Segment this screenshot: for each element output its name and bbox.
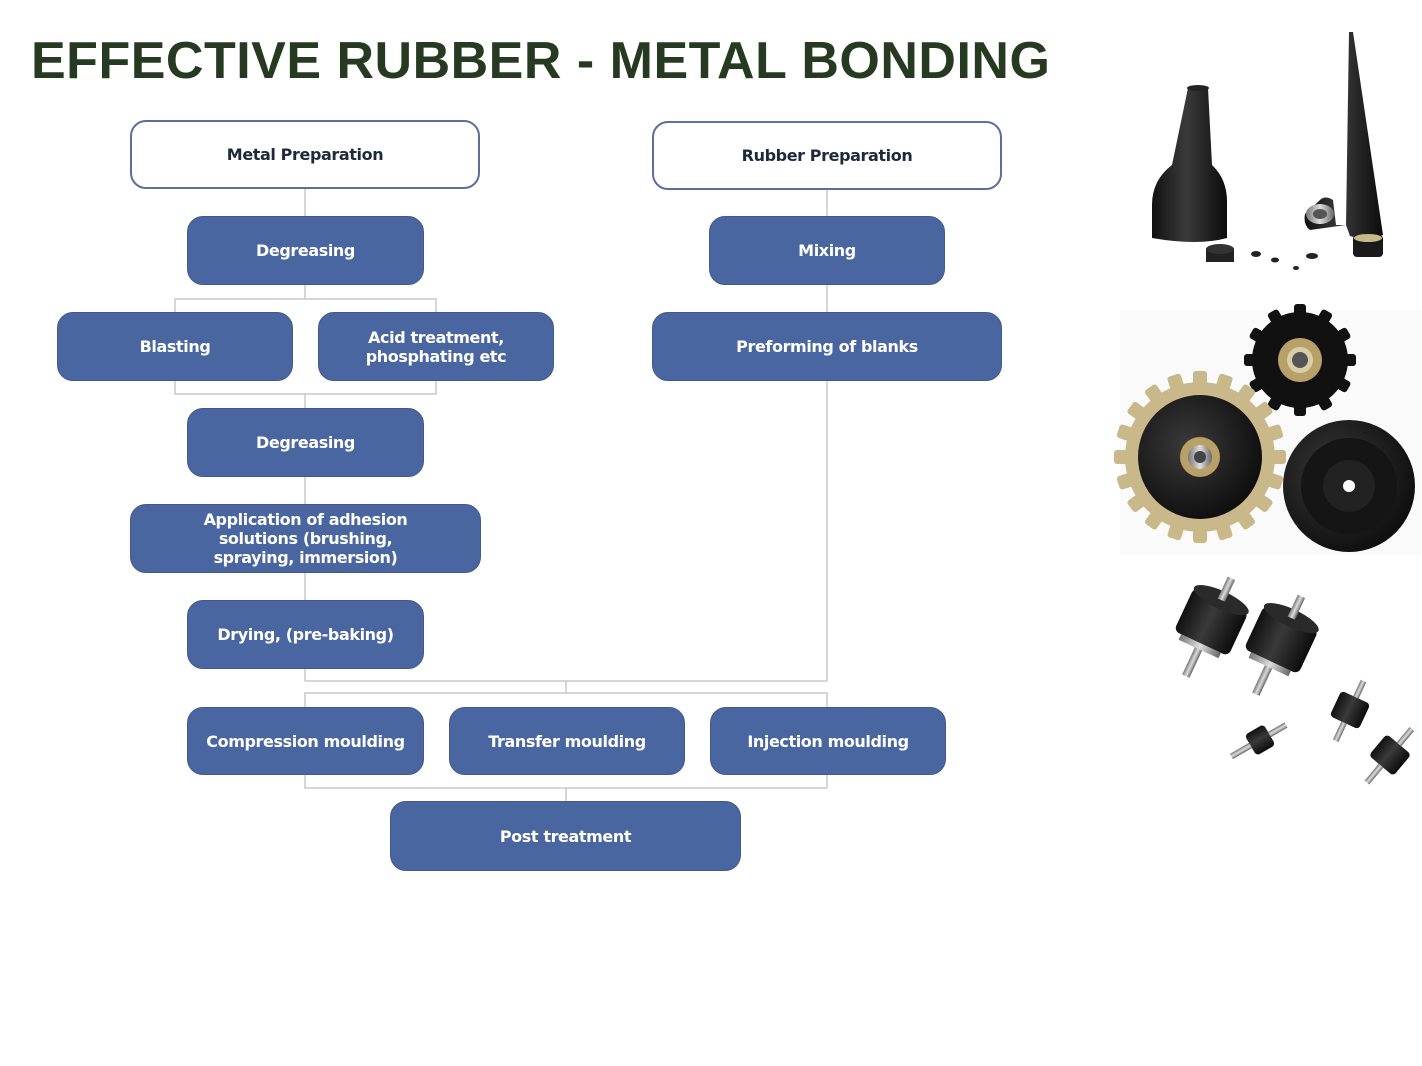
metal-preparation-box: Metal Preparation [130, 120, 480, 189]
degreasing-step-1: Degreasing [187, 216, 424, 285]
adhesion-step: Application of adhesion solutions (brush… [130, 504, 481, 573]
rubber-cone-parts-image [1152, 32, 1383, 270]
drying-step: Drying, (pre-baking) [187, 600, 424, 669]
product-photos [1114, 32, 1422, 785]
page-title: EFFECTIVE RUBBER - METAL BONDING [31, 32, 1051, 90]
preforming-step: Preforming of blanks [652, 312, 1002, 381]
post-treatment-step: Post treatment [390, 801, 741, 871]
rubber-vibration-mounts-image [1175, 576, 1415, 785]
transfer-moulding-step: Transfer moulding [449, 707, 685, 775]
blasting-step: Blasting [57, 312, 293, 381]
acid-treatment-step: Acid treatment, phosphating etc [318, 312, 554, 381]
degreasing-step-2: Degreasing [187, 408, 424, 477]
rubber-gear-wheels-image [1114, 304, 1422, 555]
mixing-step: Mixing [709, 216, 945, 285]
compression-moulding-step: Compression moulding [187, 707, 424, 775]
rubber-preparation-box: Rubber Preparation [652, 121, 1002, 190]
injection-moulding-step: Injection moulding [710, 707, 946, 775]
